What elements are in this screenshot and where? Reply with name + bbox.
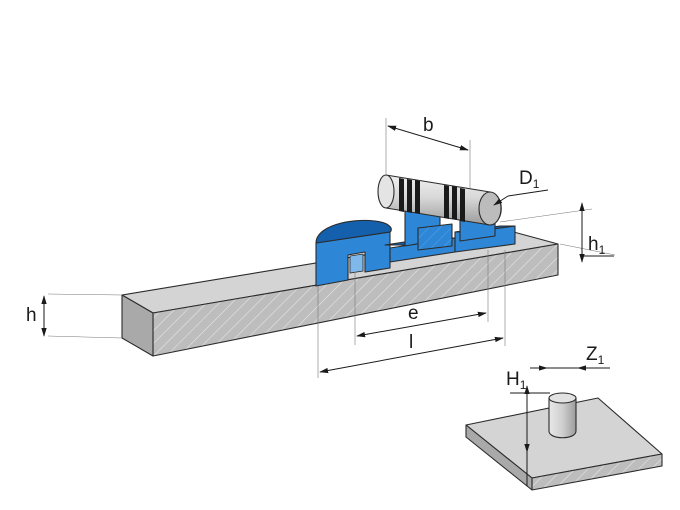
dimension-b: b xyxy=(385,115,471,188)
holder-left-block-top xyxy=(315,219,392,244)
pin-top xyxy=(548,392,577,404)
dimension-d1: D1 xyxy=(493,168,549,206)
holder-cut-face xyxy=(417,223,453,251)
dimension-big-h1: H1 xyxy=(506,369,550,486)
sample-plate xyxy=(465,392,663,491)
bar-end-face xyxy=(121,294,154,357)
dimension-big-h1-label: H1 xyxy=(506,369,527,392)
dimension-z1: Z1 xyxy=(530,344,610,371)
holder-slot xyxy=(349,253,364,274)
dimension-l-label: l xyxy=(409,332,413,353)
pin-body xyxy=(548,397,577,439)
dimension-e-label: e xyxy=(408,303,419,324)
dimension-h-label: h xyxy=(26,305,37,326)
winding-band xyxy=(399,178,404,212)
winding-band xyxy=(415,180,420,214)
roller xyxy=(377,174,502,226)
dimension-e-line xyxy=(356,311,487,338)
dimension-z1-label: Z1 xyxy=(586,344,605,367)
roller-end-left xyxy=(377,174,395,209)
dimension-d1-label: D1 xyxy=(519,168,540,191)
winding-band xyxy=(407,179,412,213)
plate-side-face xyxy=(465,424,533,491)
dimension-b-line xyxy=(387,125,469,151)
dimension-b-label: b xyxy=(423,115,434,136)
dimension-e: e xyxy=(354,250,489,345)
roller-windings xyxy=(399,178,465,222)
dimension-h1: h1 xyxy=(499,202,616,263)
winding-band xyxy=(444,185,449,219)
roller-end-right xyxy=(478,191,502,226)
dimension-l-line xyxy=(319,336,504,374)
winding-band xyxy=(452,186,457,220)
dimension-l: l xyxy=(317,250,506,378)
dimension-h: h xyxy=(26,293,123,339)
dimension-h1-label: h1 xyxy=(588,234,606,257)
dimension-d1-leader xyxy=(493,195,509,206)
winding-band xyxy=(460,188,465,222)
